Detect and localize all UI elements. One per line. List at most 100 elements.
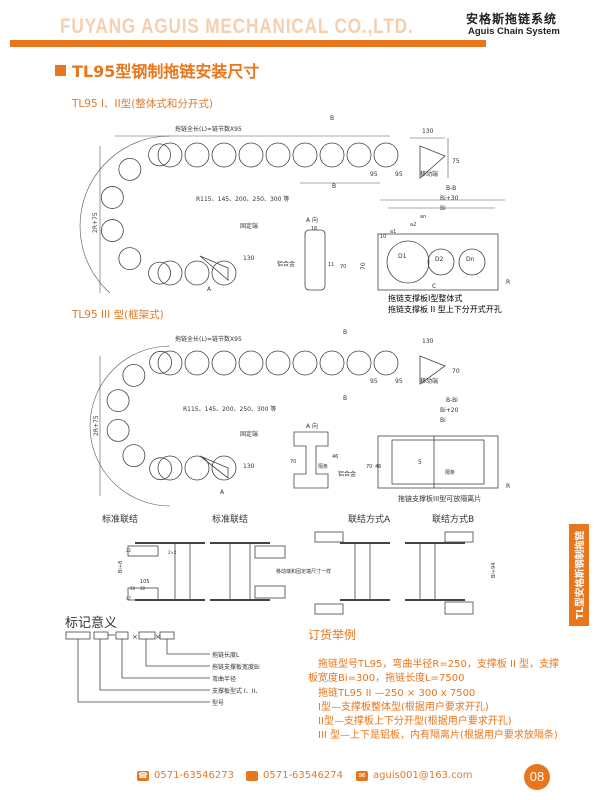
header-bar [10,40,486,47]
chain-links [106,350,399,481]
chain-link [373,350,399,376]
side-tab: TL型安格斯钢制拖链 [569,524,589,626]
chain-link [292,142,318,168]
partition-label: 隔条 [318,463,328,470]
chain-link [184,350,210,376]
height-label: 2R+75 [92,212,99,233]
section-title: TL95型钢制拖链安装尺寸 [55,58,259,82]
section-label: B-Bi [446,397,458,404]
company-name: FUYANG AGUIS MECHANICAL CO.,LTD. [60,15,414,38]
order-line: II型—支撑板上下分开型(根据用户要求开孔) [318,716,512,727]
chain-link [149,457,173,481]
order-line: I型—支撑板整体型(根据用户要求开孔) [318,702,489,713]
d1-label: D1 [398,253,407,260]
section-mark-b: B [332,183,336,190]
legend-item: 弯曲半径 [212,675,236,683]
dim-label: Bi [440,417,446,424]
order-line: 拖链型号TL95，弯曲半径R=250，支撑板 II 型，支撑 [318,659,560,670]
chain-link [100,219,124,242]
chain-link [100,186,124,209]
dim-label: a2 [410,222,416,228]
legend-title: 标记意义 [65,616,118,631]
dim-label: 11 [328,262,334,268]
dn-label: Dn [466,256,475,263]
dim-label: 22 [126,548,132,553]
dim-label: Bi+30 [440,195,459,202]
dim-label: 46 [332,454,338,460]
partition-label: 隔条 [445,469,455,476]
chain-links [100,142,399,286]
connection-label: 联结方式B [432,513,474,525]
frame-profile [293,431,329,489]
system-name-cn: 安格斯拖链系统 [466,12,558,26]
chain-link [211,350,237,376]
chain-link [265,350,291,376]
dim-label: Bi [440,205,446,212]
chain-link [373,142,399,168]
phone-icon: ☎ [137,770,149,781]
phone-number: 0571-63546273 [154,770,234,781]
support-plate-section [377,233,499,291]
dim-label: 16 [311,226,317,232]
note-type2: 拖链支撑板 II 型上下分开式开孔 [388,305,502,314]
note-type3: 拖链支撑板III型可放隔离片 [398,494,481,503]
footer-email: ✉aguis001@163.com [356,770,473,781]
connection-label: 联结方式A [348,513,391,525]
dim-label: 46 [375,464,381,470]
drawing2-chain-diagram: 拖链全长(L)=链节数X95 B B 130 70 95 95 移动端 2R+7… [89,329,510,507]
dim-label: 2×2 [168,550,177,555]
view-arrow-a: A [220,489,225,496]
dim-label: 95 [395,378,403,385]
chain-link [211,260,237,286]
dim-label: 130 [243,463,255,470]
chain-link [238,142,264,168]
chain-link [122,444,146,468]
chain-link [157,142,183,168]
connection-label: 标准联结 [102,513,138,525]
legend-item: 支撑板型式 I、II、III [212,687,260,695]
legend-diagram: ×× 拖链长度L 拖链支撑板宽度Bi 弯曲半径 支撑板型式 I、II、III 型… [65,631,260,707]
total-length-label: 拖链全长(L)=链节数X95 [175,125,242,133]
order-line: 拖链TL95 II —250 × 300 x 7500 [318,688,476,699]
height-label: 2R+75 [93,415,100,436]
order-line: III 型—上下是铝板，内有隔离片(根据用户要求放隔条) [318,730,558,741]
bullet-square-icon [55,64,66,76]
dim-label: 70 [290,459,296,465]
dim-label: 70 [452,368,460,375]
dim-label: 70 [340,264,346,270]
legend-item: 拖链支撑板宽度Bi [212,663,260,671]
legend-item: 拖链长度L [212,651,240,659]
chain-link [106,389,130,413]
drawing2-title: TL95 III 型(框架式) [72,309,164,321]
order-line: 板宽度Bi=300，拖链长度L=7500 [308,673,465,684]
dim-label: 105 [140,579,150,585]
dim-label: 130 [422,338,434,345]
fax-number: 0571-63546274 [263,770,343,781]
dim-label: 95 [370,171,378,178]
alloy-label: 铝合金 [277,260,295,268]
dim-label: 5 [418,459,422,466]
radius-label: R115、145、200、250、300 等 [196,195,289,203]
bend-arc [89,345,171,507]
dim-label: 70 [366,464,372,470]
dim-label: 70 [360,262,367,270]
chain-link [211,455,237,481]
connection-label: 标准联结 [212,513,248,525]
chain-link [148,261,171,285]
system-name-en: Aguis Chain System [468,26,560,37]
dim-label: 10 [130,586,136,591]
chain-link [118,158,142,181]
moving-end-label: 移动端 [420,377,438,385]
dim-label: 10 [380,234,386,240]
drawing1-title: TL95 I、II型(整体式和分开式) [72,98,213,110]
note-type1: 拖链支撑板I型整体式 [388,294,463,303]
d2-label: D2 [435,256,444,263]
dim-label: 130 [243,255,255,262]
connection-diagrams: 标准联结 标准联结 联结方式A 联结方式B 移动端和固定端尺寸一样 Bi+8 B… [102,513,497,615]
dim-label: 130 [422,128,434,135]
chain-link [184,260,210,286]
chain-link [118,247,142,270]
a-view-label: A 向 [306,216,318,224]
dim-label: an [420,214,426,220]
section-title-text: TL95型钢制拖链安装尺寸 [72,62,260,81]
